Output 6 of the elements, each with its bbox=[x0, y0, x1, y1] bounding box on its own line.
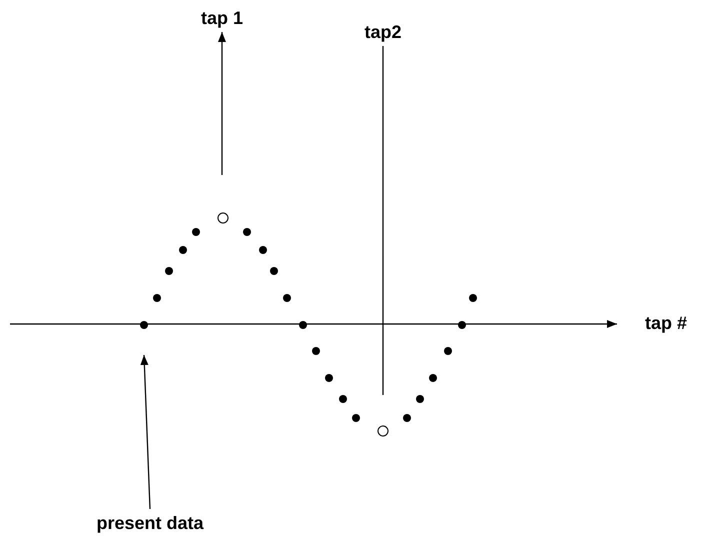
tap-label: present data bbox=[96, 513, 204, 533]
tap-label: tap2 bbox=[364, 22, 402, 42]
leader-arrow bbox=[140, 354, 151, 510]
axis-label: tap # bbox=[645, 313, 688, 333]
leader-arrow bbox=[218, 32, 226, 175]
tap-label: tap 1 bbox=[200, 8, 243, 28]
